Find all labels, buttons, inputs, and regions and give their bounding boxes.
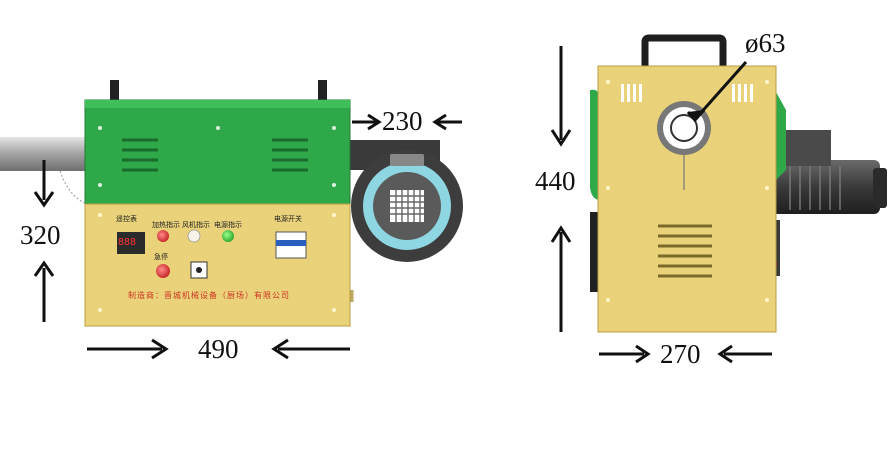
outlet-length-label: 230 <box>382 106 423 136</box>
width-arrow-right-head <box>271 338 289 360</box>
front-view <box>0 80 463 327</box>
motor-terminal-box <box>783 130 831 166</box>
side-lower-vents <box>658 224 712 278</box>
carry-handle <box>641 34 727 66</box>
heating-indicator-label: 加热指示 <box>152 221 180 229</box>
motor-fins <box>789 166 841 210</box>
power-switch-band <box>276 240 306 246</box>
top-handle-right <box>318 80 327 102</box>
outlet-arrow-right-head <box>432 113 447 131</box>
diameter-arrow-line <box>696 61 748 117</box>
side-top-vents <box>621 84 753 102</box>
power-switch-label: 电源开关 <box>274 215 302 223</box>
manufacturer-label: 制造商：晋城机械设备（厨场）有限公司 <box>128 291 290 300</box>
side-screws <box>606 80 769 302</box>
motor-body <box>770 160 880 214</box>
panel-screws <box>98 213 336 312</box>
green-housing <box>84 99 351 205</box>
blower-motor-top <box>390 154 424 166</box>
front-dimension-arrows <box>33 113 462 360</box>
front-vent-right <box>272 138 308 172</box>
diameter-arrow-head <box>686 108 706 123</box>
side-dimension-arrows <box>550 46 772 364</box>
fan-indicator-light <box>187 229 201 243</box>
emergency-stop-label: 急停 <box>154 253 168 261</box>
side-height-label: 440 <box>535 166 576 196</box>
side-height-top-head <box>550 129 572 147</box>
front-vent-left <box>122 138 158 172</box>
width-arrow-left-head <box>151 338 169 360</box>
emergency-stop-button[interactable] <box>156 264 170 278</box>
green-housing-screws <box>98 126 336 187</box>
control-panel <box>84 203 351 327</box>
rotary-knob-icon <box>196 267 202 273</box>
top-handle-left <box>110 80 119 102</box>
power-indicator-label: 电源指示 <box>214 221 242 229</box>
motor-end-cap <box>873 168 887 208</box>
blower-vent-grid <box>390 190 424 222</box>
front-width-label: 490 <box>198 334 239 364</box>
side-width-left-head <box>635 344 651 364</box>
remote-label: 遥控表 <box>116 215 137 223</box>
side-green-right <box>776 92 786 180</box>
height-arrow-top-head <box>33 191 55 208</box>
side-black-strip <box>590 212 600 292</box>
remote-display-value: 888 <box>118 237 137 248</box>
heating-indicator-light <box>157 230 169 242</box>
fan-indicator-label: 风机指示 <box>182 221 210 229</box>
front-height-label: 320 <box>20 220 61 250</box>
power-indicator-light <box>222 230 234 242</box>
outlet-arrow-left-head <box>367 113 382 131</box>
outlet-diameter-label: ø63 <box>745 28 786 58</box>
height-arrow-bottom-head <box>33 260 55 277</box>
outlet-core <box>670 114 698 142</box>
side-view <box>590 34 887 333</box>
side-height-bottom-head <box>550 225 572 243</box>
side-width-right-head <box>717 344 733 364</box>
green-housing-top-edge <box>85 100 350 108</box>
side-width-label: 270 <box>660 339 701 369</box>
remote-display <box>117 232 145 254</box>
